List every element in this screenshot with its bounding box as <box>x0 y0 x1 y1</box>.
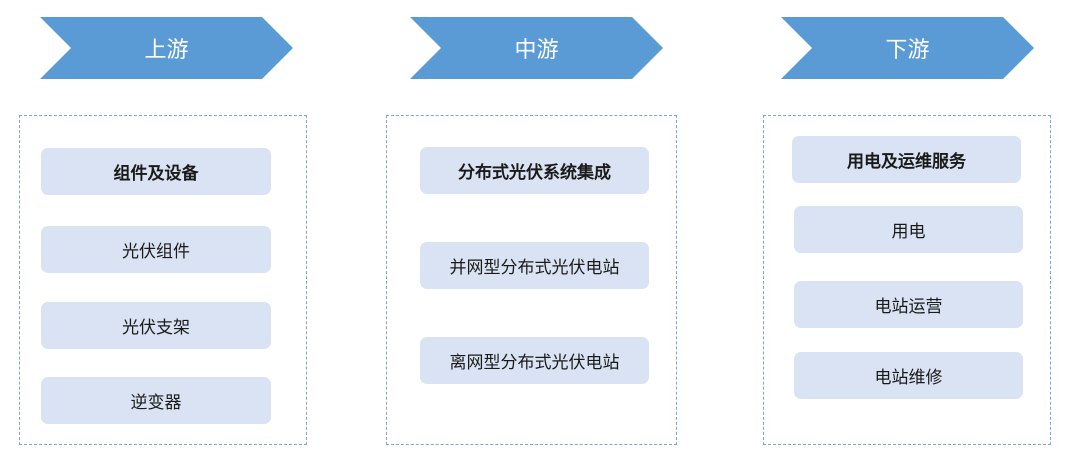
item-upstream-1: 光伏组件 <box>41 226 271 273</box>
stage-label-midstream: 中游 <box>514 38 559 63</box>
chevron-arrow-shape <box>40 17 293 79</box>
item-upstream-3: 逆变器 <box>41 377 271 424</box>
category-header-upstream: 组件及设备 <box>41 148 271 195</box>
item-midstream-1: 并网型分布式光伏电站 <box>420 242 649 289</box>
category-header-midstream: 分布式光伏系统集成 <box>420 147 649 194</box>
arrow-upstream: 上游 <box>40 17 293 79</box>
panel-downstream <box>763 115 1051 445</box>
arrow-downstream: 下游 <box>781 17 1034 79</box>
item-upstream-2: 光伏支架 <box>41 302 271 349</box>
stage-label-upstream: 上游 <box>144 38 189 63</box>
item-downstream-2: 电站运营 <box>794 281 1023 328</box>
item-midstream-2: 离网型分布式光伏电站 <box>420 337 649 384</box>
arrow-midstream: 中游 <box>410 17 663 79</box>
panel-upstream <box>19 115 307 445</box>
stage-label-downstream: 下游 <box>885 38 930 63</box>
chevron-arrow-shape <box>410 17 663 79</box>
category-header-downstream: 用电及运维服务 <box>792 136 1021 183</box>
item-downstream-3: 电站维修 <box>794 352 1023 399</box>
panel-midstream <box>386 115 677 445</box>
item-downstream-1: 用电 <box>794 206 1023 253</box>
chevron-arrow-shape <box>781 17 1034 79</box>
